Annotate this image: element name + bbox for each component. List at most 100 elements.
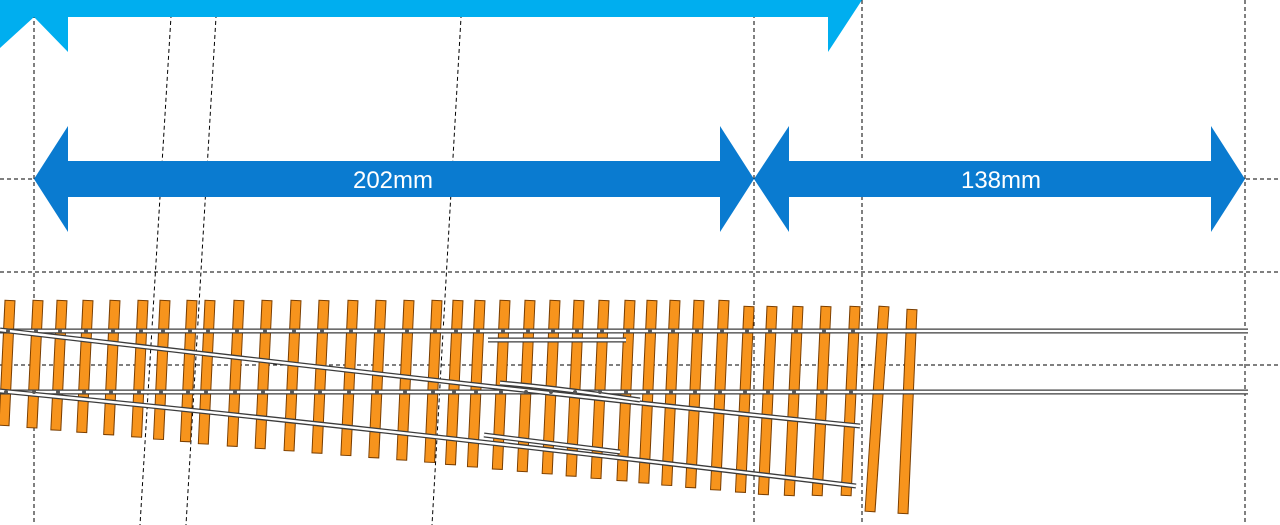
- chair: [671, 329, 675, 333]
- chair: [34, 329, 38, 333]
- rail: [499, 381, 641, 402]
- chair: [452, 390, 456, 394]
- sleeper: [898, 309, 917, 514]
- chairs: [4, 329, 855, 394]
- sleeper: [784, 306, 803, 496]
- chair: [109, 390, 113, 394]
- chair: [575, 329, 579, 333]
- chair: [718, 390, 722, 394]
- chair: [499, 390, 503, 394]
- sleeper: [841, 306, 860, 496]
- chair: [405, 329, 409, 333]
- chair: [720, 329, 724, 333]
- chair: [626, 329, 630, 333]
- chair: [56, 390, 60, 394]
- chair: [186, 390, 190, 394]
- chair: [292, 329, 296, 333]
- chair: [111, 329, 115, 333]
- chair: [347, 390, 351, 394]
- turnout-track: [0, 299, 1248, 515]
- chair: [82, 390, 86, 394]
- chair: [320, 329, 324, 333]
- chair: [58, 329, 62, 333]
- chair: [204, 390, 208, 394]
- top-dimension-arrow: [0, 0, 862, 52]
- chair: [263, 329, 267, 333]
- sleeper: [153, 300, 170, 440]
- chair: [206, 329, 210, 333]
- sleeper: [227, 300, 244, 446]
- chair: [524, 390, 528, 394]
- guide-line: [139, 0, 173, 525]
- chair: [139, 329, 143, 333]
- sleeper: [180, 300, 197, 442]
- chair: [851, 329, 855, 333]
- chair: [377, 329, 381, 333]
- rail: [483, 433, 621, 454]
- chair: [474, 390, 478, 394]
- chair: [32, 390, 36, 394]
- chair: [159, 390, 163, 394]
- chair: [794, 329, 798, 333]
- chair: [669, 390, 673, 394]
- chair: [849, 390, 853, 394]
- sleeper: [812, 306, 831, 496]
- dimension-label-right: 138mm: [961, 167, 1041, 194]
- chair: [646, 390, 650, 394]
- chair: [290, 390, 294, 394]
- chair: [573, 390, 577, 394]
- chair: [598, 390, 602, 394]
- dimension-label-left: 202mm: [353, 167, 433, 194]
- chair: [549, 390, 553, 394]
- chair: [6, 329, 10, 333]
- chair: [454, 329, 458, 333]
- sleeper: [198, 300, 215, 444]
- chair: [261, 390, 265, 394]
- chair: [501, 329, 505, 333]
- sleeper: [284, 300, 301, 451]
- chair: [822, 329, 826, 333]
- sleeper: [865, 306, 889, 512]
- sleeper: [77, 300, 93, 433]
- sleeper: [104, 300, 120, 435]
- chair: [188, 329, 192, 333]
- sleeper: [758, 306, 777, 495]
- chair: [161, 329, 165, 333]
- chair: [600, 329, 604, 333]
- chair: [768, 329, 772, 333]
- sleeper: [0, 300, 15, 426]
- chair: [743, 390, 747, 394]
- rail: [0, 389, 857, 488]
- dimension-arrow-left: [34, 126, 754, 232]
- chair: [431, 390, 435, 394]
- chair: [551, 329, 555, 333]
- chair: [318, 390, 322, 394]
- chair: [526, 329, 530, 333]
- guide-line: [431, 0, 463, 525]
- chair: [349, 329, 353, 333]
- sleeper: [51, 300, 67, 430]
- chair: [137, 390, 141, 394]
- chair: [693, 390, 697, 394]
- chair: [235, 329, 239, 333]
- sleeper: [255, 300, 272, 449]
- sleeper: [27, 300, 43, 428]
- rail: [0, 328, 861, 428]
- chair: [820, 390, 824, 394]
- chair: [233, 390, 237, 394]
- chair: [624, 390, 628, 394]
- chair: [695, 329, 699, 333]
- guide-line: [185, 0, 218, 525]
- chair: [648, 329, 652, 333]
- chair: [476, 329, 480, 333]
- sleeper: [735, 306, 754, 492]
- chair: [4, 390, 8, 394]
- chair: [433, 329, 437, 333]
- sleeper: [312, 300, 329, 453]
- chair: [403, 390, 407, 394]
- dimension-arrow-right: [754, 126, 1245, 232]
- sleeper: [132, 300, 148, 437]
- chair: [792, 390, 796, 394]
- chair: [375, 390, 379, 394]
